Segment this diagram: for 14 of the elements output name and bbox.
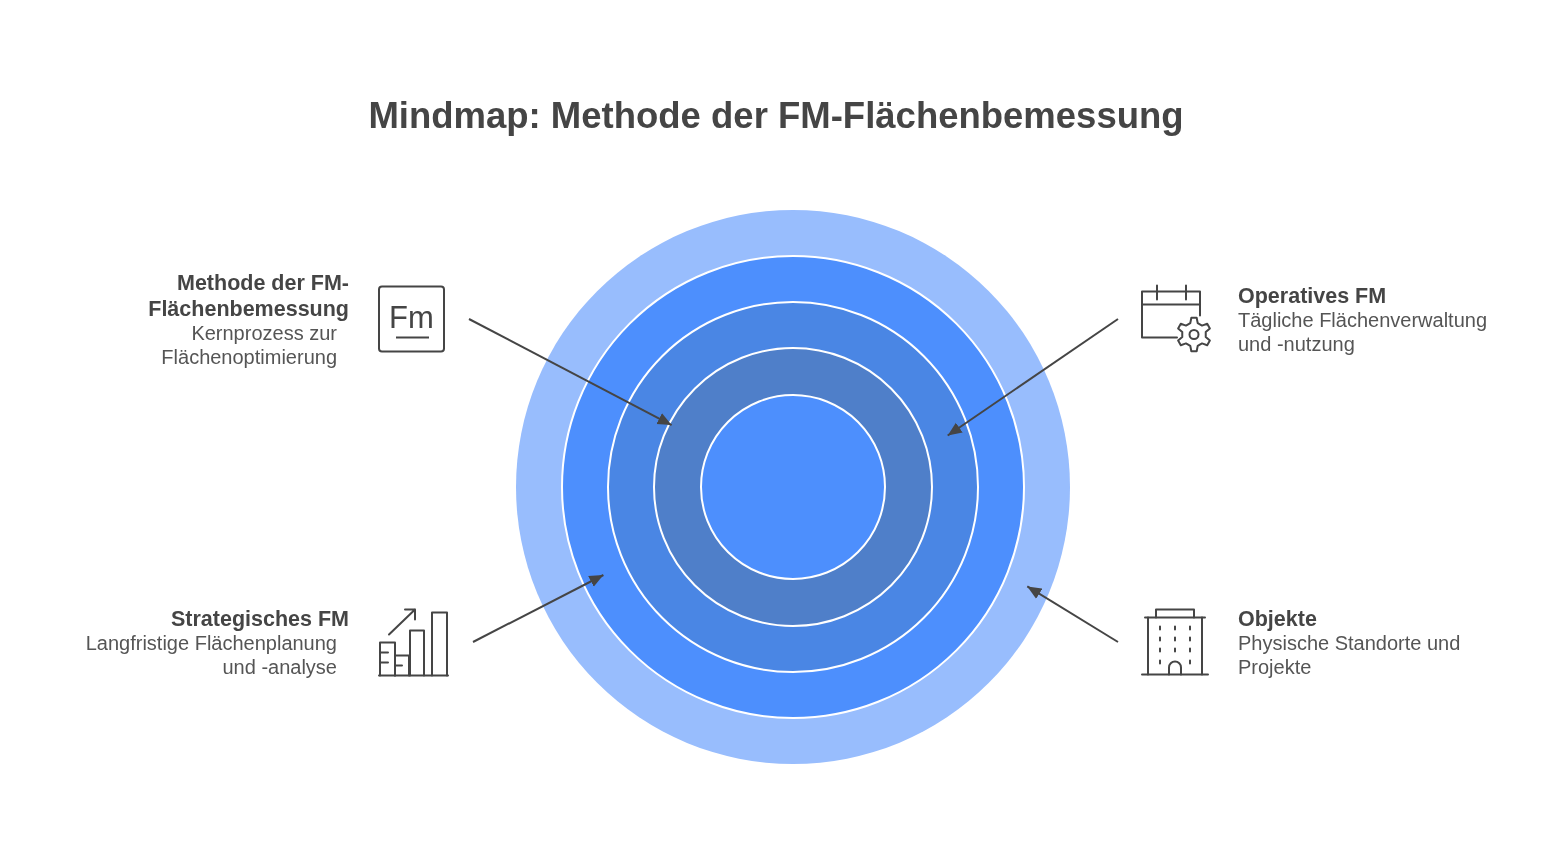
topic-heading: Strategisches FM [170, 605, 349, 632]
topic-heading: Methode der FM-Flächenbemessung [147, 269, 349, 322]
arrow [1026, 585, 1119, 643]
fm-icon: Fm [378, 285, 445, 353]
topic-description: Tägliche Flächenverwaltung und -nutzung [1238, 308, 1489, 356]
topic-heading: Objekte [1238, 605, 1317, 632]
topic-description: Physische Standorte und Projekte [1238, 631, 1462, 679]
arrow [468, 318, 673, 427]
topic-heading: Operatives FM [1238, 282, 1387, 309]
diagram-title: Mindmap: Methode der FM-Flächenbemessung [368, 94, 1184, 138]
topic-description: Langfristige Flächenplanung und -analyse [84, 631, 337, 679]
topic-description: Kernprozess zur Flächenoptimierung [160, 321, 337, 369]
arrow [946, 318, 1119, 437]
arrow [472, 574, 605, 643]
